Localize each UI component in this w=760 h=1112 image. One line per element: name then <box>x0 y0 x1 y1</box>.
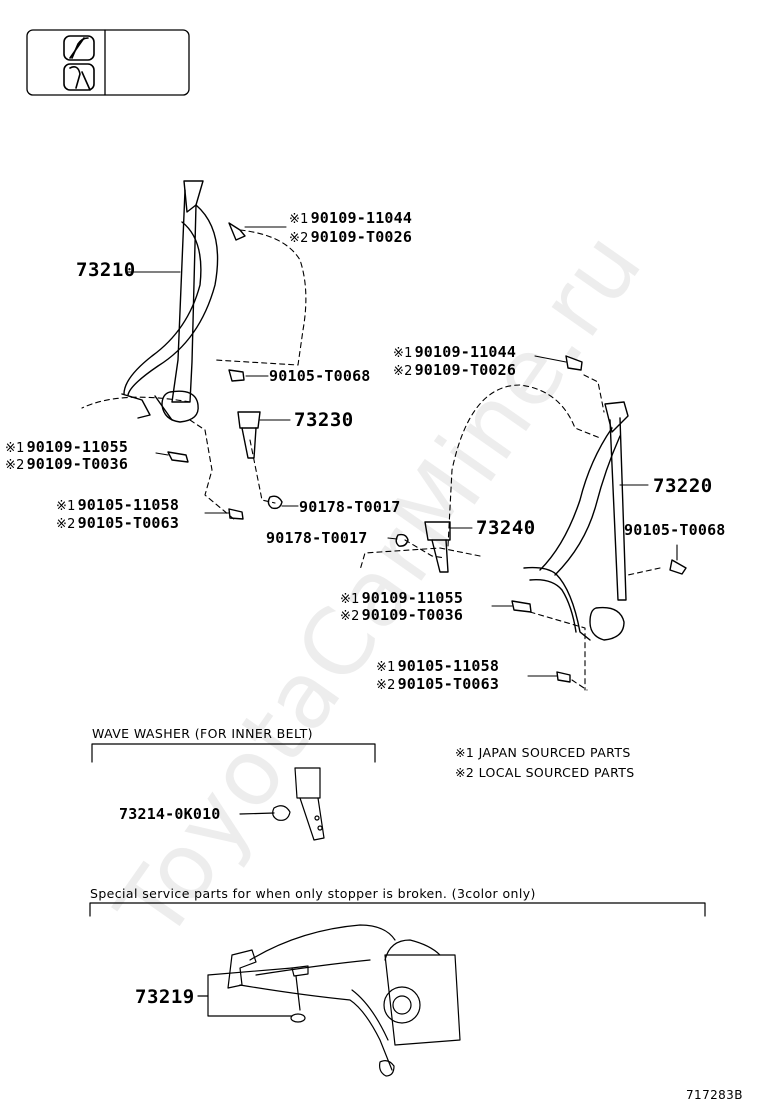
seat-icon-box <box>26 29 190 96</box>
right-seat-outline <box>359 374 661 691</box>
wave-washer-title: WAVE WASHER (FOR INNER BELT) <box>92 726 313 741</box>
label-right-nut: 90178-T0017 <box>266 529 368 547</box>
legend-japan: ※1 JAPAN SOURCED PARTS <box>455 745 631 760</box>
label-part-73219: 73219 <box>135 986 195 1008</box>
seat-row-icon <box>63 35 95 91</box>
leader-lines <box>127 226 678 677</box>
special-parts-title: Special service parts for when only stop… <box>90 886 536 901</box>
special-parts-section <box>89 902 706 1077</box>
label-part-73220: 73220 <box>653 475 713 497</box>
label-part-73214: 73214-0K010 <box>119 805 221 823</box>
legend-local: ※2 LOCAL SOURCED PARTS <box>455 765 635 780</box>
label-part-73210: 73210 <box>76 259 136 281</box>
wave-washer-section <box>91 743 376 841</box>
left-seat-outline <box>81 229 307 521</box>
label-left-mid-bolt: 90105-T0068 <box>269 367 371 385</box>
label-left-nut: 90178-T0017 <box>299 498 401 516</box>
label-right-mid-bolt: 90105-T0068 <box>624 521 726 539</box>
left-seatbelt-assembly <box>121 180 283 520</box>
right-seatbelt-assembly <box>395 355 687 683</box>
label-part-73240: 73240 <box>476 517 536 539</box>
diagram-id: 717283B <box>686 1088 743 1102</box>
label-part-73230: 73230 <box>294 409 354 431</box>
